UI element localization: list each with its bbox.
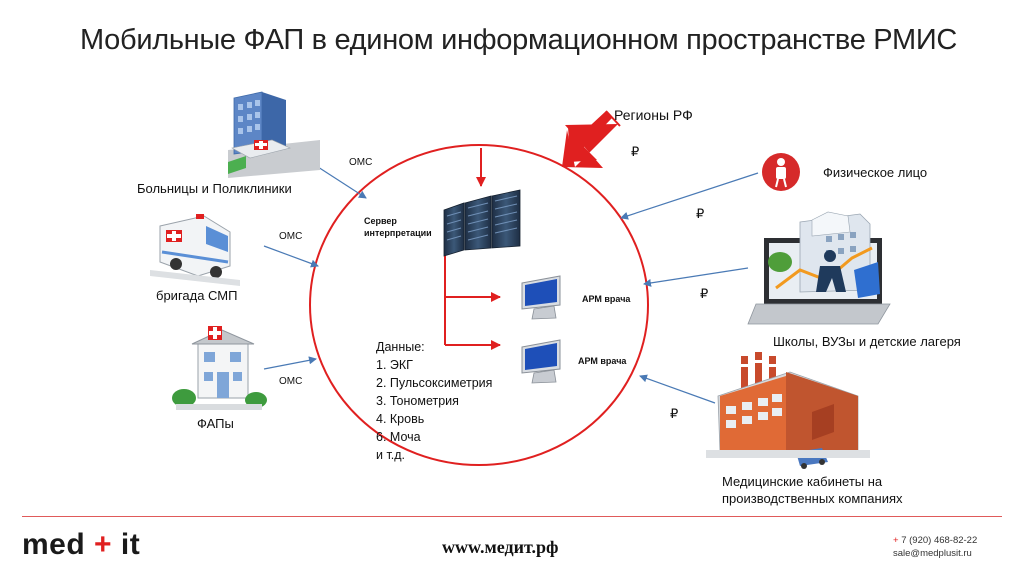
monitor-icon xyxy=(521,275,561,320)
data-list-item: 6. Моча xyxy=(376,430,421,444)
contact-block: + 7 (920) 468-82-22 sale@medplusit.ru xyxy=(893,534,977,560)
phone-plus: + xyxy=(893,535,899,546)
fap-building-icon xyxy=(172,326,267,410)
logo-med-text: med xyxy=(22,528,86,561)
data-list-item: 4. Кровь xyxy=(376,412,425,426)
website-link[interactable]: www.медит.рф xyxy=(442,537,559,557)
companies-ruble-label: ₽ xyxy=(670,406,679,421)
data-list-item: 3. Тонометрия xyxy=(376,394,459,408)
server-rack-icon xyxy=(443,189,521,257)
logo-it-text: it xyxy=(120,528,141,561)
fap-oms-label: ОМС xyxy=(279,376,303,387)
slide-title: Мобильные ФАП в едином информационном пр… xyxy=(80,24,958,56)
phone-line: + 7 (920) 468-82-22 xyxy=(893,534,977,547)
smp-label: бригада СМП xyxy=(156,288,238,303)
logo-plus-icon: + xyxy=(94,528,113,561)
person-icon xyxy=(762,153,800,191)
regions-ruble-label: ₽ xyxy=(631,144,640,159)
hospital-building-icon xyxy=(228,91,320,178)
data-list-item: и т.д. xyxy=(376,448,406,462)
server-label-line1: Сервер xyxy=(364,216,397,226)
data-list-header: Данные: xyxy=(376,340,425,354)
rmis-circle xyxy=(309,144,649,466)
school-laptop-icon xyxy=(747,211,891,325)
factory-icon xyxy=(706,352,870,469)
monitor-icon xyxy=(521,339,561,384)
medit-logo: med + it xyxy=(22,528,140,562)
data-list-item: 2. Пульсоксиметрия xyxy=(376,376,493,390)
regions-label: Регионы РФ xyxy=(614,107,693,123)
arm-label: АРМ врача xyxy=(582,294,631,304)
data-list: Данные: 1. ЭКГ 2. Пульсоксиметрия 3. Тон… xyxy=(376,338,492,464)
arrow-hospitals xyxy=(317,166,367,199)
hospitals-oms-label: ОМС xyxy=(349,157,373,168)
arrow-smp xyxy=(263,245,319,268)
hospitals-label: Больницы и Поликлиники xyxy=(137,181,292,196)
person-label: Физическое лицо xyxy=(823,165,928,180)
ambulance-icon xyxy=(150,214,240,286)
fap-label: ФАПы xyxy=(197,416,234,431)
arrow-companies xyxy=(639,374,716,404)
schools-label: Школы, ВУЗы и детские лагеря xyxy=(773,334,961,349)
arrow-schools xyxy=(643,267,749,287)
person-ruble-label: ₽ xyxy=(696,206,705,221)
companies-label-line2: производственных компаниях xyxy=(722,491,903,506)
arrow-person xyxy=(620,172,759,220)
data-list-item: 1. ЭКГ xyxy=(376,358,413,372)
companies-label-line1: Медицинские кабинеты на xyxy=(722,474,883,489)
smp-oms-label: ОМС xyxy=(279,231,303,242)
server-label-line2: интерпретации xyxy=(364,228,432,238)
server-to-arm-arrows xyxy=(444,254,501,350)
footer-divider xyxy=(22,516,1002,517)
arrow-fap xyxy=(263,356,317,370)
arm-label: АРМ врача xyxy=(578,356,627,366)
email-link[interactable]: sale@medplusit.ru xyxy=(893,548,972,559)
schools-ruble-label: ₽ xyxy=(700,286,709,301)
phone-number[interactable]: 7 (920) 468-82-22 xyxy=(901,535,978,546)
regions-big-arrow xyxy=(562,110,621,168)
